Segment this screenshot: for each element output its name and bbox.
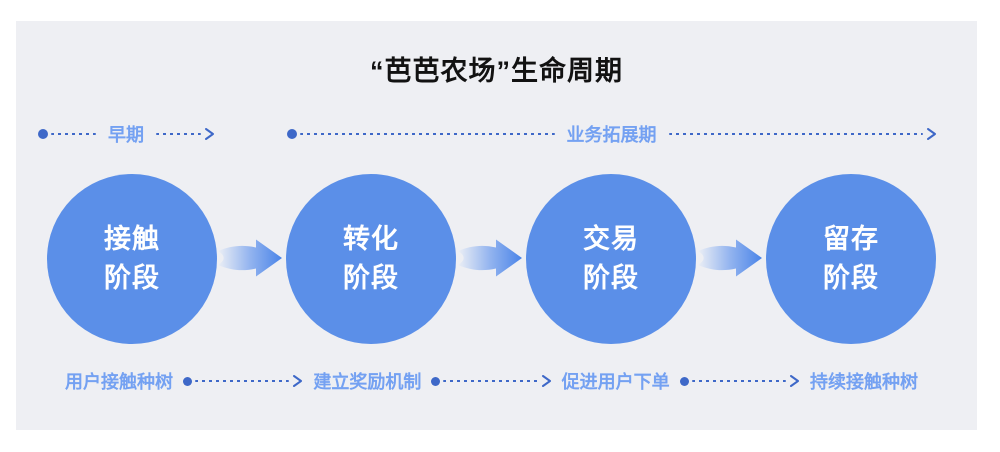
stage-circle-retention: 留存 阶段 [766,174,936,344]
action-connector [183,374,303,388]
arrowhead-right-icon [789,375,799,387]
action-label-contact-trees: 用户接触种树 [65,372,173,392]
stage-circle-contact: 接触 阶段 [47,174,217,344]
timeline-dot-icon [287,129,297,139]
actions-row: 用户接触种树 建立奖励机制 促进用户下单 持续接触种树 [65,368,918,394]
phase-early-label: 早期 [108,125,144,145]
timeline-phase-expansion: 业务拓展期 [287,123,937,145]
timeline-phase-early: 早期 [38,123,215,145]
arrowhead-right-icon [205,128,214,140]
timeline-dot-icon [38,129,48,139]
diagram-panel: “芭芭农场”生命周期 早期 业务拓展期 接触 阶段 转化 阶段 交易 阶段 留存… [16,21,977,430]
timeline-dot-icon [183,376,192,386]
action-connector [679,374,800,388]
dashed-line [443,380,538,382]
stage-circle-conversion: 转化 阶段 [286,174,456,344]
page-title: “芭芭农场”生命周期 [370,56,623,86]
stage-label-line1: 接触 [104,224,160,254]
stage-label-line2: 阶段 [343,263,399,293]
action-label-reward-mechanism: 建立奖励机制 [313,372,422,392]
flow-arrow-icon [218,239,282,277]
stage-label-line1: 转化 [343,224,399,254]
arrowhead-right-icon [927,128,936,140]
timeline-dot-icon [431,376,441,386]
action-label-promote-orders: 促进用户下单 [561,372,670,392]
timeline-dot-icon [679,376,689,386]
flow-arrow-icon [458,239,522,277]
dashed-line [691,380,786,382]
stage-label-line2: 阶段 [583,263,639,293]
action-label-continuous-contact: 持续接触种树 [809,372,918,392]
stage-circle-transaction: 交易 阶段 [526,174,696,344]
stage-label-line1: 留存 [823,224,879,254]
flow-arrow-icon [698,239,762,277]
dashed-line [300,133,555,135]
phase-expansion-label: 业务拓展期 [566,125,657,145]
action-connector [431,374,551,388]
dashed-line [156,133,201,135]
arrowhead-right-icon [293,375,303,387]
stage-label-line2: 阶段 [104,263,160,293]
dashed-line [668,133,923,135]
stage-label-line1: 交易 [583,224,639,254]
dashed-line [195,380,290,382]
arrowhead-right-icon [541,375,551,387]
dashed-line [51,133,96,135]
stage-label-line2: 阶段 [823,263,879,293]
